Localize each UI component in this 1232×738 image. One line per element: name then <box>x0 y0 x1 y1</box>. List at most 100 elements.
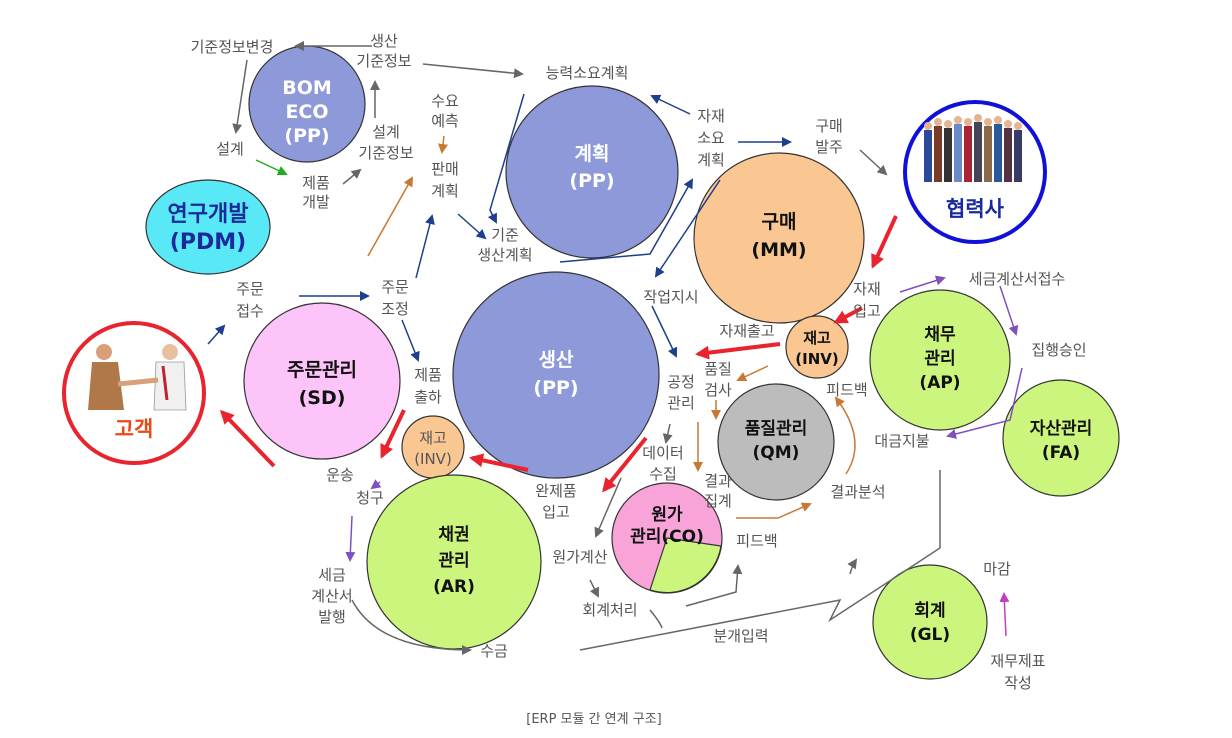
label-purchase-order-1: 구매 <box>815 117 843 135</box>
fa-line1: 자산관리 <box>1030 419 1093 439</box>
production-line2: (PP) <box>533 377 578 399</box>
label-payment: 대금지불 <box>874 432 929 450</box>
ar-line3: (AR) <box>433 577 475 597</box>
fa-node: 자산관리 (FA) <box>1002 379 1120 497</box>
customer-label: 고객 <box>115 417 154 441</box>
sd-line1: 주문관리 <box>287 359 357 381</box>
pdm-node: 연구개발 (PDM) <box>145 179 271 275</box>
label-finished-receipt-2: 입고 <box>542 503 570 521</box>
label-product-shipping-2: 출하 <box>414 388 442 406</box>
label-quality-inspection-1: 품질 <box>704 360 732 378</box>
label-transport: 운송 <box>326 466 354 484</box>
purchase-node: 구매 (MM) <box>693 152 865 324</box>
supplier-label: 협력사 <box>946 197 1005 221</box>
supplier-node: 협력사 <box>903 100 1047 244</box>
ar-line2: 관리 <box>438 551 469 571</box>
label-accounting-process: 회계처리 <box>582 601 637 619</box>
label-costing: 원가계산 <box>552 548 607 566</box>
qm-line1: 품질관리 <box>745 418 808 439</box>
pdm-line1: 연구개발 <box>168 202 249 227</box>
figure-caption: [ERP 모듈 간 연계 구조] <box>526 712 661 727</box>
label-process-control-2: 관리 <box>667 394 695 412</box>
label-feedback-co: 피드백 <box>736 532 777 550</box>
bom-line1: BOM <box>282 77 332 99</box>
label-result-summary-2: 집계 <box>704 492 732 510</box>
label-order-adjust-1: 주문 <box>381 278 409 296</box>
label-process-control-1: 공정 <box>667 373 695 391</box>
flow-arrows <box>207 41 1023 655</box>
production-node: 생산 (PP) <box>452 271 660 479</box>
label-result-summary-1: 결과 <box>704 472 732 490</box>
co-node: 원가 관리(CO) <box>611 482 723 594</box>
label-master-prod-plan-2: 생산계획 <box>477 246 532 264</box>
pdm-line2: (PDM) <box>170 230 246 255</box>
inv-sd-line1: 재고 <box>419 429 447 447</box>
label-master-prod-plan-1: 기준 <box>491 226 519 244</box>
red-flow-arrows <box>219 215 898 493</box>
inv-sd-line2: (INV) <box>414 450 452 468</box>
label-material-issue: 자재출고 <box>719 322 774 340</box>
label-collection: 수금 <box>480 642 508 660</box>
qm-line2: (QM) <box>753 443 800 463</box>
customer-handshake-icon <box>88 344 187 411</box>
label-result-analysis: 결과분석 <box>830 483 885 501</box>
plan-node: 계획 (PP) <box>505 85 679 259</box>
gl-line2: (GL) <box>910 625 950 645</box>
plan-line1: 계획 <box>575 143 610 165</box>
inv-mm-line2: (INV) <box>795 350 838 368</box>
gl-node: 회계 (GL) <box>872 564 988 680</box>
label-material-receipt-1: 자재 <box>853 280 881 298</box>
ap-line3: (AP) <box>919 373 960 393</box>
label-prod-master-1: 생산 <box>370 32 398 50</box>
ar-node: 채권 관리 (AR) <box>366 474 542 650</box>
plan-line2: (PP) <box>569 170 614 192</box>
label-invoice-issue-2: 계산서 <box>311 587 352 605</box>
inv-mm-node: 재고 (INV) <box>785 315 849 379</box>
ar-line1: 채권 <box>438 525 469 545</box>
label-demand-forecast-1: 수요 <box>431 92 459 110</box>
label-invoice-issue-3: 발행 <box>318 608 346 626</box>
gl-line1: 회계 <box>914 601 945 621</box>
label-master-change: 기준정보변경 <box>191 38 274 56</box>
label-billing: 청구 <box>356 489 384 507</box>
label-data-collection-2: 수집 <box>649 465 677 483</box>
label-order-receipt-2: 접수 <box>236 302 264 320</box>
label-journal-entry: 분개입력 <box>713 627 768 645</box>
label-work-order: 작업지시 <box>643 288 698 306</box>
label-product-dev-2: 개발 <box>302 193 330 211</box>
label-feedback-qm: 피드백 <box>826 381 867 399</box>
sd-line2: (SD) <box>299 387 346 409</box>
bom-line3: (PP) <box>284 125 329 147</box>
co-line2: 관리(CO) <box>630 527 704 547</box>
purchase-line2: (MM) <box>751 239 806 261</box>
label-material-req-plan-2: 소요 <box>697 129 725 147</box>
sd-node: 주문관리 (SD) <box>243 302 401 460</box>
inv-sd-node: 재고 (INV) <box>401 415 465 479</box>
label-sales-plan-1: 판매 <box>431 160 459 178</box>
ap-node: 채무 관리 (AP) <box>869 289 1011 431</box>
label-closing: 마감 <box>983 560 1011 578</box>
label-fin-statements-1: 재무제표 <box>990 652 1045 670</box>
label-demand-forecast-2: 예측 <box>431 112 459 130</box>
qm-node: 품질관리 (QM) <box>717 383 835 501</box>
bom-node: BOM ECO (PP) <box>248 45 366 163</box>
label-design: 설계 <box>216 140 244 158</box>
label-order-adjust-2: 조정 <box>381 300 409 318</box>
label-purchase-order-2: 발주 <box>815 138 843 156</box>
label-fin-statements-2: 작성 <box>1004 674 1032 692</box>
label-data-collection-1: 데이터 <box>642 444 683 462</box>
label-material-req-plan-1: 자재 <box>697 107 725 125</box>
label-sales-plan-2: 계획 <box>431 182 459 200</box>
label-approval: 집행승인 <box>1031 341 1086 359</box>
label-invoice-issue-1: 세금 <box>318 566 346 584</box>
label-material-receipt-2: 입고 <box>853 302 881 320</box>
ap-line2: 관리 <box>924 349 955 369</box>
label-material-req-plan-3: 계획 <box>697 151 725 169</box>
flow-labels: 기준정보변경 생산 기준정보 능력소요계획 설계 기준정보 설계 제품 개발 수… <box>191 32 1087 692</box>
purchase-line1: 구매 <box>762 211 797 233</box>
label-quality-inspection-2: 검사 <box>704 381 732 399</box>
label-finished-receipt-1: 완제품 <box>535 482 576 500</box>
fa-line2: (FA) <box>1042 443 1080 463</box>
label-product-dev-1: 제품 <box>302 174 330 192</box>
